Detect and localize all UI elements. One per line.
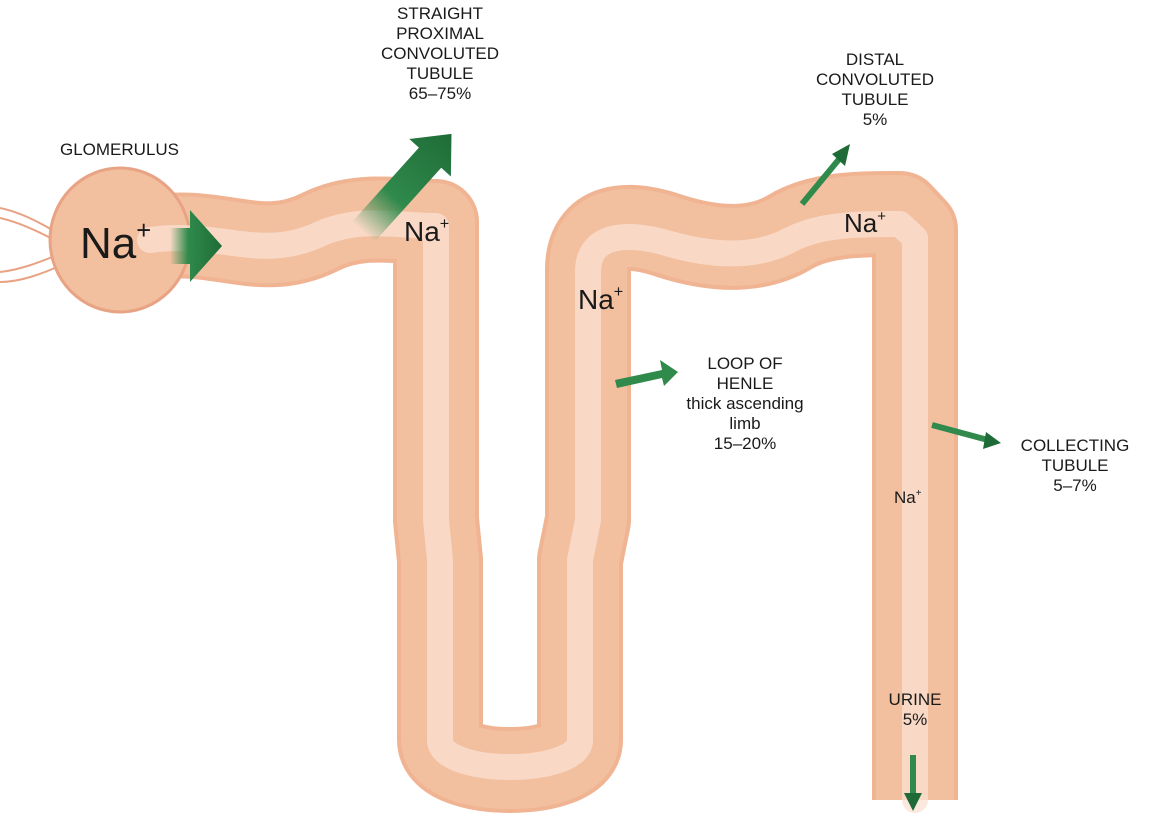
na-ion-collecting: Na+ [894, 488, 921, 511]
label-collecting-tubule: COLLECTING TUBULE 5–7% [1000, 436, 1150, 496]
label-loop-of-henle: LOOP OF HENLE thick ascending limb 15–20… [670, 354, 820, 454]
na-ion-loop: Na+ [578, 284, 623, 320]
tubule-body [150, 214, 915, 800]
tubule-lumen [150, 223, 915, 800]
na-ion-glomerulus: Na+ [80, 220, 151, 274]
label-proximal-tubule: STRAIGHT PROXIMAL CONVOLUTED TUBULE 65–7… [380, 4, 500, 104]
label-distal-tubule: DISTAL CONVOLUTED TUBULE 5% [815, 50, 935, 130]
na-ion-proximal: Na+ [404, 216, 449, 252]
label-glomerulus-text: GLOMERULUS [60, 140, 179, 160]
label-glomerulus: GLOMERULUS [60, 140, 179, 160]
na-ion-distal: Na+ [844, 208, 886, 243]
tubule-outline [150, 214, 915, 800]
label-urine: URINE 5% [870, 690, 960, 730]
